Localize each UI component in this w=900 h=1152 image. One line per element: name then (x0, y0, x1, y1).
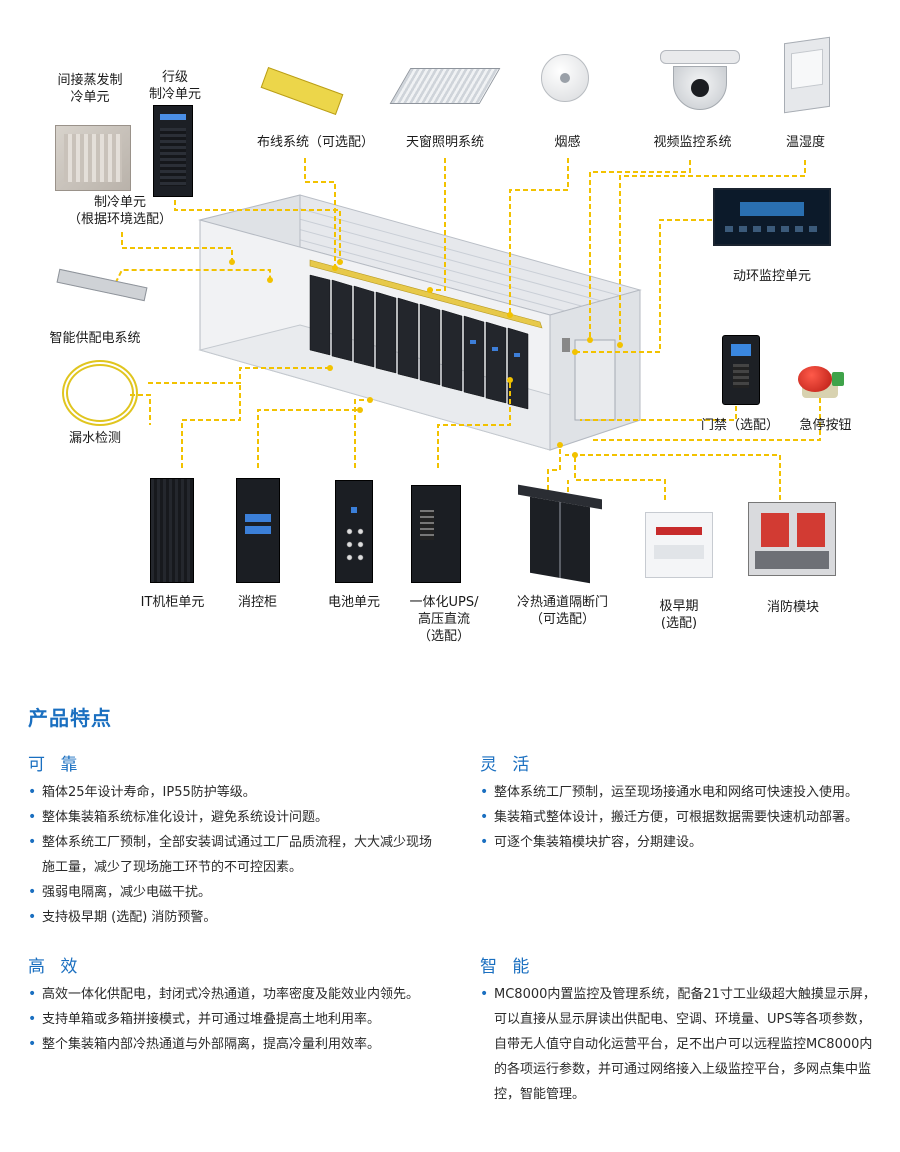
column-flexible: 灵 活 整体系统工厂预制，运至现场接通水电和网络可快速投入使用。 集装箱式整体设… (480, 750, 880, 855)
column-heading: 可 靠 (28, 755, 83, 775)
estop-image (796, 362, 846, 402)
battery-image (335, 480, 373, 583)
fire-cabinet-image (236, 478, 280, 583)
label-fire-cabinet: 消控柜 (237, 595, 277, 610)
env-monitor-image (713, 188, 831, 246)
access-control-image (722, 335, 760, 405)
list-item: 支持单箱或多箱拼接模式，并可通过堆叠提高土地利用率。 (28, 1007, 438, 1032)
label-row-cooling: 行级制冷单元 (148, 70, 201, 102)
label-power-dist: 智能供配电系统 (49, 331, 141, 346)
container-illustration (198, 194, 642, 451)
column-efficient: 高 效 高效一体化供配电，封闭式冷热通道，功率密度及能效业内领先。 支持单箱或多… (28, 952, 438, 1057)
list-item: 可逐个集装箱模块扩容，分期建设。 (480, 830, 880, 855)
indirect-evap-image (55, 125, 131, 191)
column-heading: 灵 活 (480, 755, 535, 775)
column-smart: 智 能 MC8000内置监控及管理系统，配备21寸工业级超大触摸显示屏，可以直接… (480, 952, 880, 1107)
list-item: MC8000内置监控及管理系统，配备21寸工业级超大触摸显示屏，可以直接从显示屏… (480, 982, 880, 1107)
label-it-cabinet: IT机柜单元 (140, 595, 205, 610)
container-diagram: 间接蒸发制冷单元 行级制冷单元 制冷单元（根据环境选配） 布线系统（可选配） 天… (49, 36, 852, 644)
label-battery: 电池单元 (327, 595, 380, 610)
list-item: 整个集装箱内部冷热通道与外部隔离，提高冷量利用效率。 (28, 1032, 438, 1057)
leak-cable-image (62, 360, 138, 426)
label-temp-humidity: 温湿度 (785, 135, 825, 150)
list-item: 集装箱式整体设计，搬迁方便，可根据数据需要快速机动部署。 (480, 805, 880, 830)
label-smoke: 烟感 (554, 135, 581, 150)
smoke-detector-image (541, 54, 589, 102)
label-cooling-unit: 制冷单元（根据环境选配） (67, 195, 172, 227)
list-item: 强弱电隔离，减少电磁干扰。 (28, 880, 438, 905)
label-skylight: 天窗照明系统 (405, 135, 484, 150)
list-item: 高效一体化供配电，封闭式冷热通道，功率密度及能效业内领先。 (28, 982, 438, 1007)
fire-module-image (748, 502, 836, 576)
label-estop: 急停按钮 (799, 418, 852, 433)
door-image (518, 484, 602, 584)
row-cooling-image (153, 105, 193, 197)
column-heading: 智 能 (480, 957, 535, 977)
label-door: 冷热通道隔断门（可选配） (516, 595, 608, 627)
label-ups: 一体化UPS/高压直流（选配） (409, 595, 479, 644)
column-heading: 高 效 (28, 957, 83, 977)
ups-image (411, 485, 461, 583)
label-early-warning: 极早期(选配) (659, 599, 699, 631)
list-item: 整体集装箱系统标准化设计，避免系统设计问题。 (28, 805, 438, 830)
leader-lines (111, 158, 821, 500)
list-item: 整体系统工厂预制，运至现场接通水电和网络可快速投入使用。 (480, 780, 880, 805)
label-video: 视频监控系统 (653, 135, 732, 150)
column-reliable: 可 靠 箱体25年设计寿命，IP55防护等级。 整体集装箱系统标准化设计，避免系… (28, 750, 438, 930)
label-indirect-evap: 间接蒸发制冷单元 (57, 73, 123, 105)
early-warning-image (645, 512, 713, 578)
camera-image (660, 50, 740, 112)
label-env-monitor: 动环监控单元 (732, 269, 811, 284)
list-item: 箱体25年设计寿命，IP55防护等级。 (28, 780, 438, 805)
temp-humidity-image (784, 36, 830, 114)
label-leak: 漏水检测 (68, 431, 121, 446)
list-item: 整体系统工厂预制，全部安装调试通过工厂品质流程，大大减少现场施工量，减少了现场施… (28, 830, 438, 880)
label-access: 门禁（选配） (700, 418, 779, 433)
it-cabinet-image (150, 478, 194, 583)
list-item: 支持极早期 (选配) 消防预警。 (28, 905, 438, 930)
features-section: 产品特点 可 靠 箱体25年设计寿命，IP55防护等级。 整体集装箱系统标准化设… (0, 690, 900, 1152)
section-title: 产品特点 (28, 706, 112, 730)
label-cabling: 布线系统（可选配） (256, 135, 374, 150)
label-fire-module: 消防模块 (766, 600, 819, 615)
